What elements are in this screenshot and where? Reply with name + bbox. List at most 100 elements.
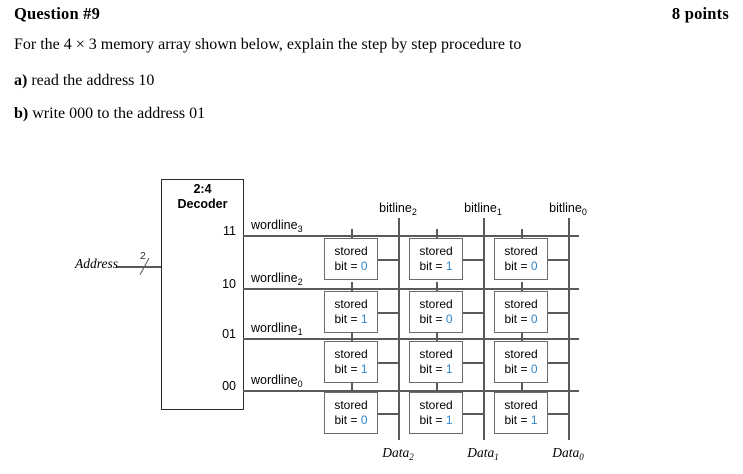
bitline-0-label: bitline0 xyxy=(549,201,587,217)
page-title: Question #9 xyxy=(14,4,101,23)
cell-wordline-stub xyxy=(351,332,353,341)
memory-cell-bit: bit = 1 xyxy=(419,413,453,427)
wordline-1-wire xyxy=(243,338,579,340)
decoder-title-line1: 2:4 xyxy=(193,182,212,196)
decoder-title-line2: Decoder xyxy=(177,196,228,211)
memory-cell-bit-value: 0 xyxy=(360,413,368,427)
memory-cell-bit-value: 0 xyxy=(530,362,538,376)
memory-cell-bit: bit = 0 xyxy=(334,259,368,273)
memory-cell-bit-value: 0 xyxy=(445,312,453,326)
cell-wordline-stub xyxy=(521,383,523,392)
question-prompt: For the 4 × 3 memory array shown below, … xyxy=(14,36,522,53)
bitline-1-label: bitline1 xyxy=(464,201,502,217)
memory-cell-caption: stored xyxy=(504,244,538,258)
wordline-0-label: wordline0 xyxy=(251,373,303,389)
memory-cell-caption: stored xyxy=(334,244,368,258)
memory-cell-bit-value: 0 xyxy=(530,312,538,326)
memory-cell-bit-value: 0 xyxy=(530,259,538,273)
memory-cell-bit-value: 1 xyxy=(530,413,538,427)
wordline-3-wire xyxy=(243,235,579,237)
cell-bitline-stub xyxy=(548,413,568,415)
bitline-0-wire xyxy=(568,218,570,440)
item-a-label: a) xyxy=(14,72,28,89)
memory-cell-bit: bit = 0 xyxy=(334,413,368,427)
bitline-2-wire xyxy=(398,218,400,440)
cell-wordline-stub xyxy=(521,229,523,238)
memory-cell-caption: stored xyxy=(334,297,368,311)
cell-bitline-stub xyxy=(463,259,483,261)
memory-cell-caption: stored xyxy=(419,347,453,361)
memory-cell-bit-value: 1 xyxy=(445,259,453,273)
cell-bitline-stub xyxy=(548,312,568,314)
cell-bitline-stub xyxy=(378,413,398,415)
item-b-text: write 000 to the address 01 xyxy=(32,105,206,122)
decoder-output-11: 11 xyxy=(223,224,236,238)
memory-cell-caption: stored xyxy=(504,347,538,361)
address-label: Address xyxy=(75,256,118,271)
wordline-3-label: wordline3 xyxy=(251,218,303,234)
memory-cell-caption: stored xyxy=(334,398,368,412)
memory-cell-bit: bit = 1 xyxy=(419,362,453,376)
item-a-text: read the address 10 xyxy=(31,72,155,89)
memory-cell-bit-value: 1 xyxy=(445,413,453,427)
cell-bitline-stub xyxy=(548,259,568,261)
question-item-a: a) read the address 10 xyxy=(14,72,154,90)
memory-cell-bit: bit = 0 xyxy=(419,312,453,326)
memory-cell-bit: bit = 0 xyxy=(504,259,538,273)
cell-bitline-stub xyxy=(548,362,568,364)
memory-cell-bit: bit = 0 xyxy=(504,312,538,326)
cell-bitline-stub xyxy=(378,312,398,314)
cell-wordline-stub xyxy=(436,383,438,392)
item-b-label: b) xyxy=(14,105,29,122)
bitline-1-wire xyxy=(483,218,485,440)
wordline-2-wire xyxy=(243,288,579,290)
memory-cell-bit: bit = 1 xyxy=(504,413,538,427)
decoder-title: 2:4 Decoder xyxy=(161,182,244,211)
cell-bitline-stub xyxy=(378,362,398,364)
memory-cell-caption: stored xyxy=(504,398,538,412)
memory-cell-bit: bit = 0 xyxy=(504,362,538,376)
cell-bitline-stub xyxy=(463,312,483,314)
decoder-output-01: 01 xyxy=(222,327,236,341)
decoder-output-10: 10 xyxy=(222,277,236,291)
cell-wordline-stub xyxy=(436,282,438,291)
memory-cell-caption: stored xyxy=(419,297,453,311)
wordline-2-label: wordline2 xyxy=(251,271,303,287)
cell-wordline-stub xyxy=(351,229,353,238)
question-header: Question #9 8 points xyxy=(14,4,729,24)
cell-bitline-stub xyxy=(463,413,483,415)
cell-wordline-stub xyxy=(351,282,353,291)
decoder-output-00: 00 xyxy=(222,379,236,393)
data-2-label: Data2 xyxy=(382,445,414,462)
data-0-label: Data0 xyxy=(552,445,584,462)
memory-cell-bit: bit = 1 xyxy=(419,259,453,273)
memory-cell-bit-value: 1 xyxy=(445,362,453,376)
cell-bitline-stub xyxy=(463,362,483,364)
cell-wordline-stub xyxy=(521,332,523,341)
memory-cell-bit: bit = 1 xyxy=(334,312,368,326)
wordline-0-wire xyxy=(243,390,579,392)
cell-bitline-stub xyxy=(378,259,398,261)
memory-cell-bit-value: 0 xyxy=(360,259,368,273)
memory-cell-caption: stored xyxy=(419,244,453,258)
bitline-2-label: bitline2 xyxy=(379,201,417,217)
decoder-box xyxy=(161,179,244,410)
wordline-1-label: wordline1 xyxy=(251,321,303,337)
data-1-label: Data1 xyxy=(467,445,499,462)
memory-cell-bit-value: 1 xyxy=(360,362,368,376)
bus-width-label: 2 xyxy=(140,250,146,262)
memory-cell-caption: stored xyxy=(504,297,538,311)
